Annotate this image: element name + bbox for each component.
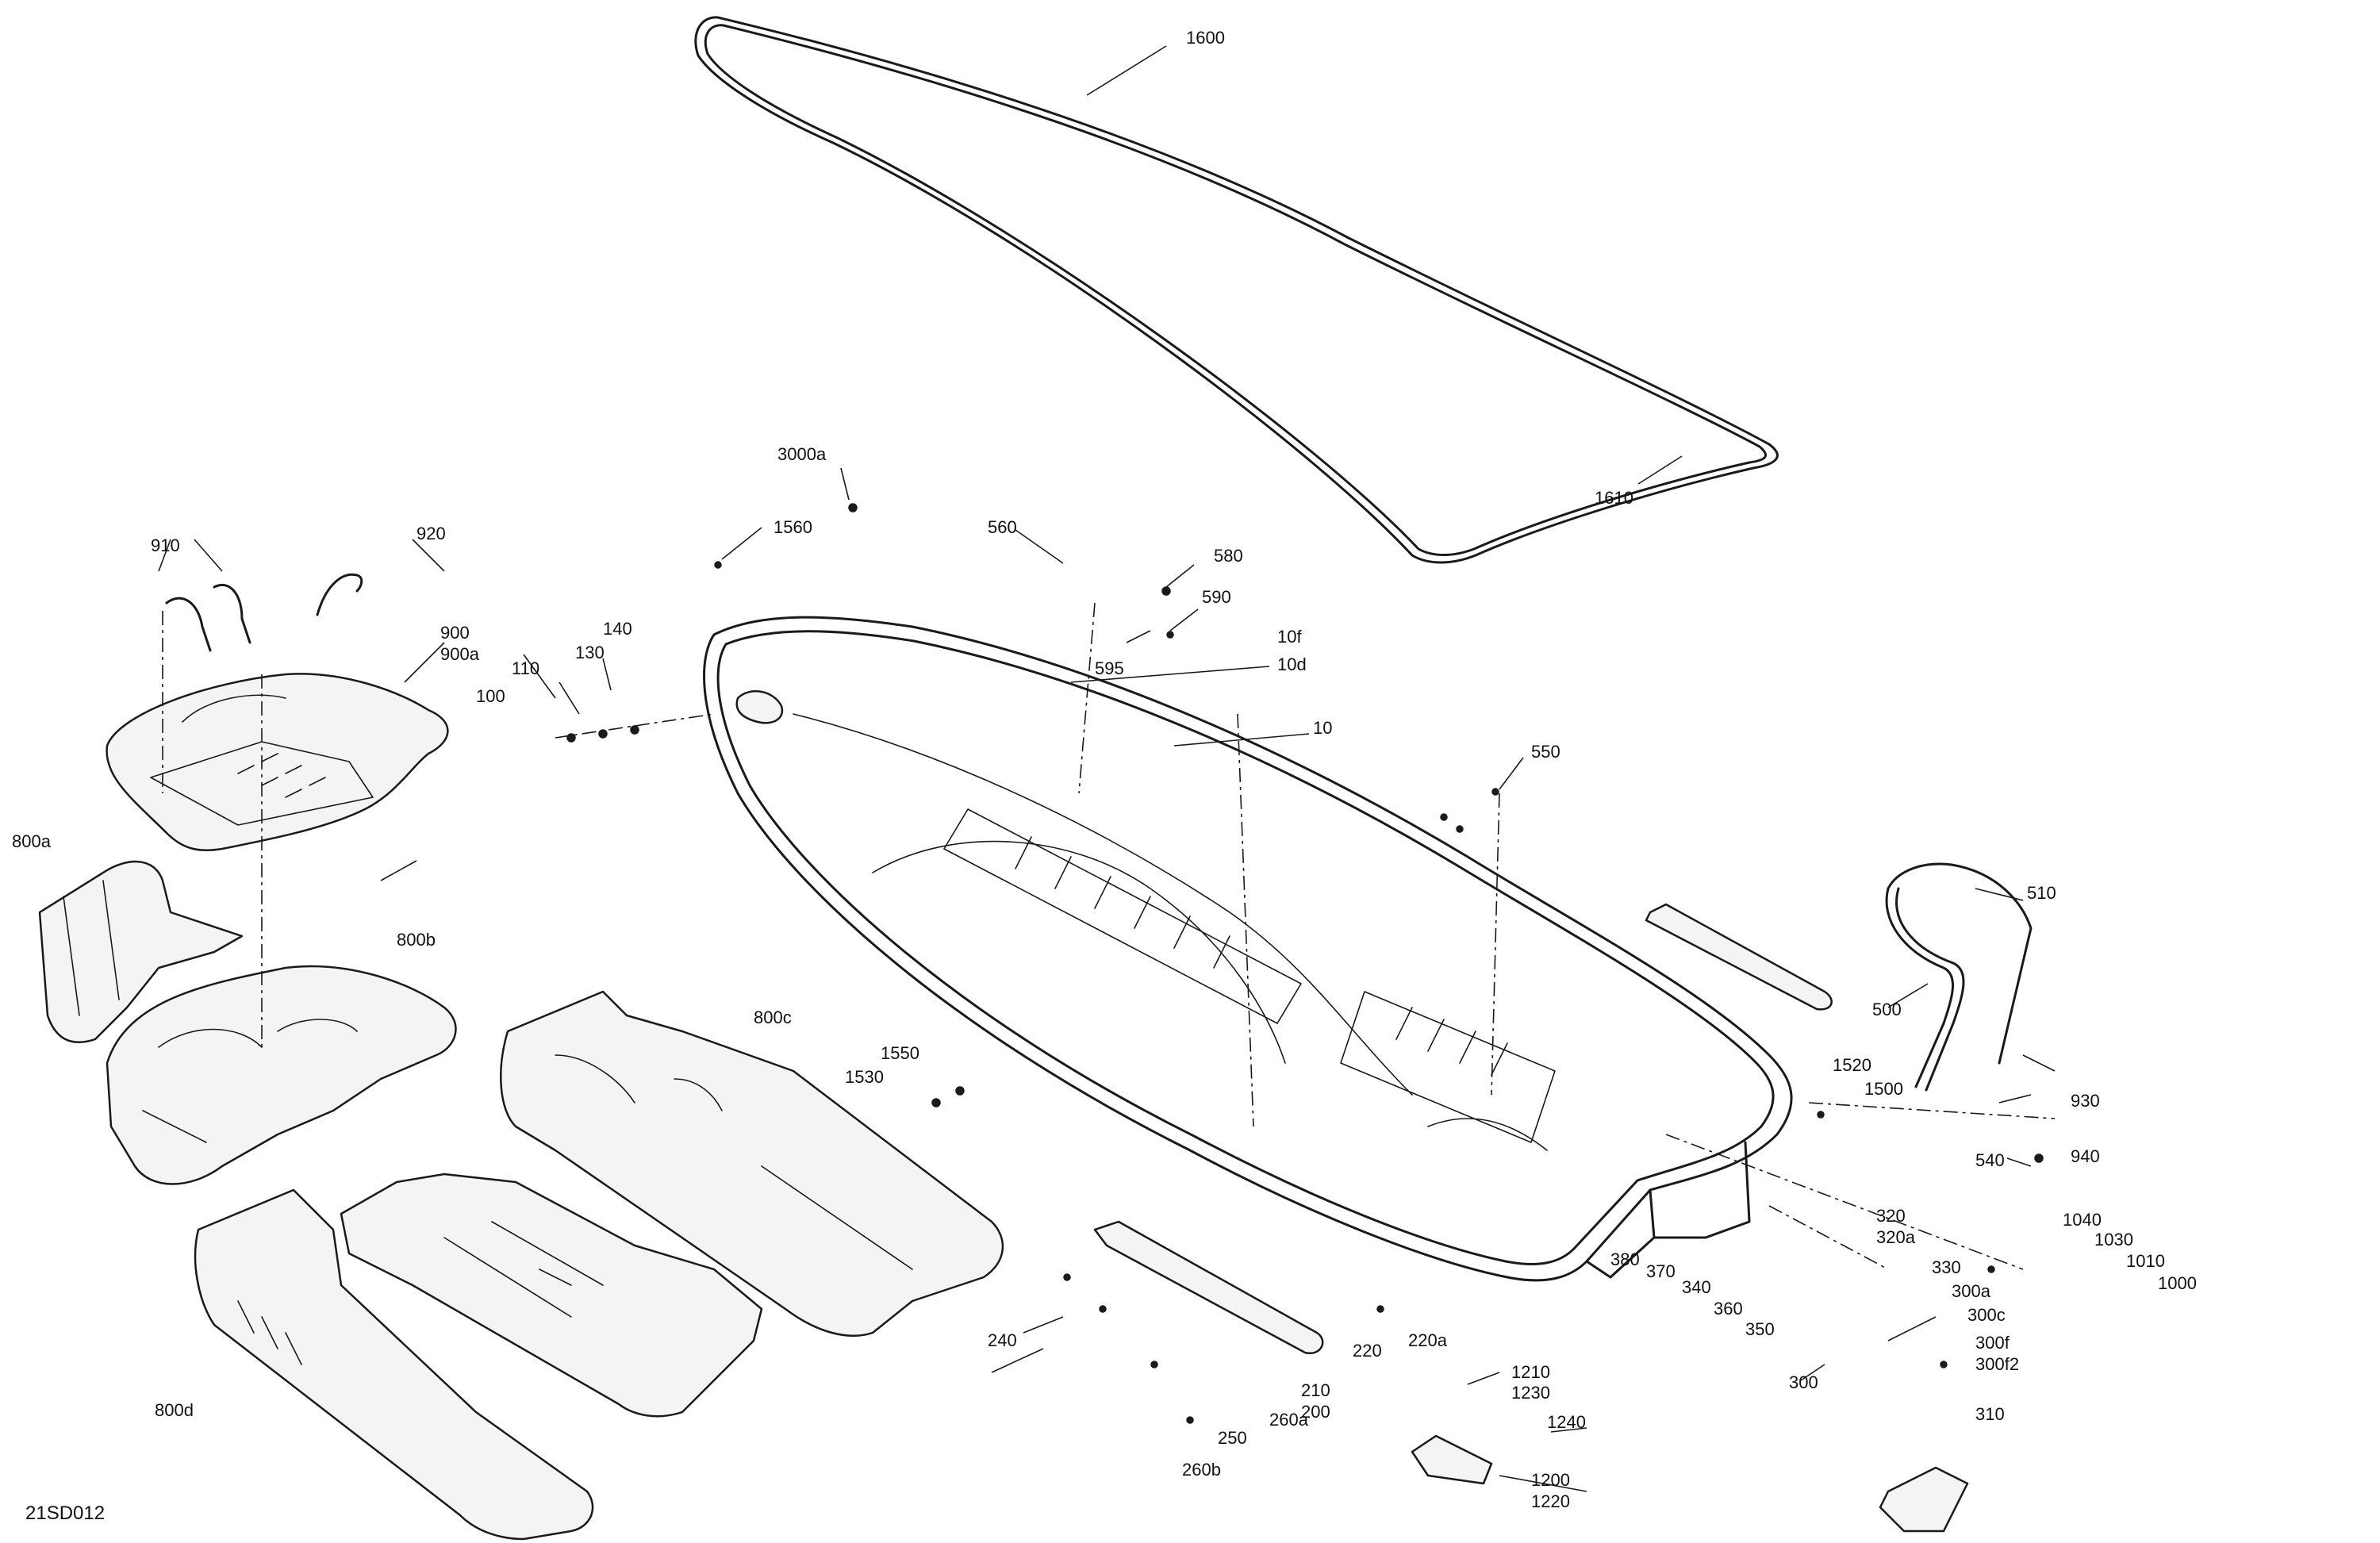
foam-block-800c-part	[500, 990, 1004, 1337]
callout-1600: 1600	[1186, 28, 1225, 48]
plate-part-1200	[1411, 1434, 1493, 1485]
assembly-dash-lines	[162, 602, 2056, 1270]
hose-part-500	[1885, 862, 2033, 1092]
callout-140: 140	[603, 619, 632, 639]
hull-part	[703, 616, 1793, 1282]
callout-800b: 800b	[397, 930, 436, 950]
callout-350: 350	[1745, 1319, 1775, 1339]
callout-labels: 1600 1610 3000a 1560 560 580 590 595 10f…	[12, 28, 2197, 1511]
callout-940: 940	[2071, 1146, 2100, 1166]
callout-1000: 1000	[2158, 1273, 2197, 1293]
callout-100: 100	[476, 686, 505, 706]
callout-590: 590	[1202, 587, 1231, 607]
callout-300f2: 300f2	[1975, 1354, 2019, 1374]
callout-380: 380	[1610, 1249, 1640, 1269]
callout-1030: 1030	[2094, 1230, 2133, 1249]
callout-130: 130	[575, 643, 605, 662]
callout-300f: 300f	[1975, 1333, 2010, 1353]
callout-1240: 1240	[1547, 1412, 1586, 1432]
callout-540: 540	[1975, 1150, 2005, 1170]
callout-595: 595	[1095, 658, 1124, 678]
callout-900a: 900a	[440, 644, 480, 664]
callout-1040: 1040	[2063, 1210, 2102, 1230]
callout-220: 220	[1353, 1341, 1382, 1361]
callout-930: 930	[2071, 1091, 2100, 1111]
callout-3000a: 3000a	[777, 444, 827, 464]
callout-200: 200	[1301, 1402, 1330, 1422]
callout-220a: 220a	[1408, 1330, 1448, 1350]
callout-1560: 1560	[774, 517, 812, 537]
callout-250: 250	[1218, 1428, 1247, 1448]
callout-340: 340	[1682, 1277, 1711, 1297]
side-rail-part-210	[1093, 1220, 1324, 1355]
callout-800a: 800a	[12, 831, 52, 851]
callout-1610: 1610	[1595, 488, 1633, 508]
callout-300: 300	[1789, 1372, 1818, 1392]
callout-580: 580	[1214, 546, 1243, 566]
foam-block-800b-part	[106, 965, 457, 1185]
callout-300c: 300c	[1967, 1305, 2006, 1325]
callout-900: 900	[440, 623, 470, 643]
callout-1530: 1530	[845, 1067, 884, 1087]
callout-320: 320	[1876, 1206, 1906, 1226]
callout-800c: 800c	[754, 1008, 792, 1027]
callout-1220: 1220	[1531, 1491, 1570, 1511]
callout-1230: 1230	[1511, 1383, 1550, 1403]
rear-rail-part	[1645, 903, 1833, 1011]
callout-1550: 1550	[881, 1043, 919, 1063]
plate-part-bracket	[1879, 1466, 1969, 1533]
callout-310: 310	[1975, 1404, 2005, 1424]
handle-part-910	[165, 584, 251, 652]
foam-block-middle-part	[340, 1173, 763, 1418]
callout-910: 910	[151, 535, 180, 555]
callout-920: 920	[416, 524, 446, 543]
callout-260b: 260b	[1182, 1460, 1221, 1480]
callout-10f: 10f	[1277, 627, 1302, 647]
callout-240: 240	[988, 1330, 1017, 1350]
callout-560: 560	[988, 517, 1017, 537]
callout-320a: 320a	[1876, 1227, 1916, 1247]
callout-500: 500	[1872, 1000, 1902, 1019]
callout-510: 510	[2027, 883, 2056, 903]
callout-330: 330	[1932, 1257, 1961, 1277]
foam-block-800d-part	[194, 1188, 594, 1541]
callout-110: 110	[512, 658, 539, 678]
fasteners	[566, 503, 2044, 1424]
callout-1010: 1010	[2126, 1251, 2165, 1271]
foam-block-800a-part	[38, 860, 244, 1043]
callout-210: 210	[1301, 1380, 1330, 1400]
callout-1210: 1210	[1511, 1362, 1550, 1382]
callout-1500: 1500	[1864, 1079, 1903, 1099]
callout-370: 370	[1646, 1261, 1676, 1281]
callout-260a: 260a	[1269, 1410, 1309, 1430]
callout-800d: 800d	[155, 1400, 194, 1420]
diagram-code: 21SD012	[25, 1503, 105, 1524]
callout-550: 550	[1531, 742, 1560, 762]
callout-300a: 300a	[1952, 1281, 1991, 1301]
callout-10: 10	[1313, 718, 1332, 738]
callout-360: 360	[1714, 1299, 1743, 1318]
handle-part-920	[316, 573, 363, 616]
seal-outline-part	[694, 16, 1779, 564]
callout-1200: 1200	[1531, 1470, 1570, 1490]
callout-10d: 10d	[1277, 654, 1307, 674]
callout-1520: 1520	[1833, 1055, 1871, 1075]
storage-bin-part	[106, 673, 449, 852]
leader-lines	[158, 45, 2056, 1492]
